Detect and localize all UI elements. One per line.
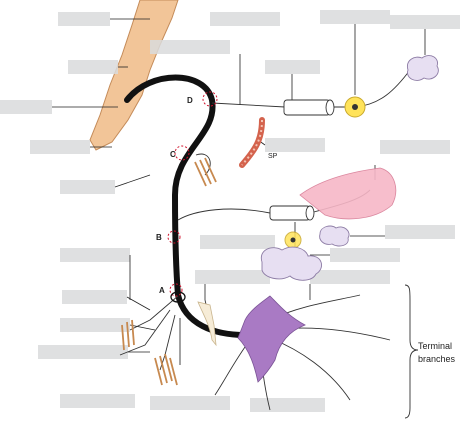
gland-lower-right — [319, 225, 350, 247]
gland-upper-right — [407, 55, 439, 81]
sp-label: SP — [268, 153, 278, 160]
label-box — [265, 138, 325, 152]
label-b: B — [156, 233, 162, 242]
site-markers — [167, 91, 218, 297]
label-box — [38, 345, 128, 359]
label-box — [310, 270, 390, 284]
main-nerve-trunk — [124, 74, 248, 338]
terminal-bracket — [404, 284, 419, 419]
label-box — [150, 396, 230, 410]
label-box — [0, 100, 52, 114]
marker-d — [202, 91, 218, 107]
label-box — [58, 12, 110, 26]
terminal-label-line2: branches — [418, 354, 456, 364]
label-box — [60, 248, 130, 262]
label-box — [60, 318, 130, 332]
label-box — [62, 290, 127, 304]
muscle-fiber-bundles — [121, 157, 217, 386]
pale-structure — [197, 301, 217, 347]
label-box — [390, 15, 460, 29]
gland-lower-left — [260, 246, 322, 281]
label-box — [195, 270, 270, 284]
label-box — [60, 394, 135, 408]
label-d: D — [187, 96, 193, 105]
label-box — [200, 235, 275, 249]
ganglion-upper — [344, 96, 366, 118]
nerve-loop — [170, 291, 186, 303]
label-c: C — [170, 150, 176, 159]
label-box — [250, 398, 325, 412]
label-box — [150, 40, 230, 54]
label-box — [320, 10, 390, 24]
label-box — [60, 180, 115, 194]
label-placeholders — [0, 10, 460, 412]
blood-vessel — [239, 117, 265, 168]
label-a: A — [159, 286, 165, 295]
ganglion-lower — [284, 231, 302, 249]
pink-muscle-fan — [299, 167, 397, 220]
terminal-branches-label: Terminal branches — [418, 340, 455, 366]
label-box — [68, 60, 118, 74]
label-box — [210, 12, 280, 26]
marker-a — [169, 283, 183, 297]
marker-c — [174, 145, 190, 161]
label-box — [30, 140, 90, 154]
nerve-sleeve-lower — [269, 205, 315, 221]
purple-target-organ — [237, 295, 306, 383]
label-box — [380, 140, 450, 154]
label-box — [385, 225, 455, 239]
nerve-sleeve-upper — [283, 99, 335, 116]
terminal-label-line1: Terminal — [418, 341, 453, 351]
label-box — [330, 248, 400, 262]
marker-b — [167, 230, 181, 244]
label-box — [265, 60, 320, 74]
